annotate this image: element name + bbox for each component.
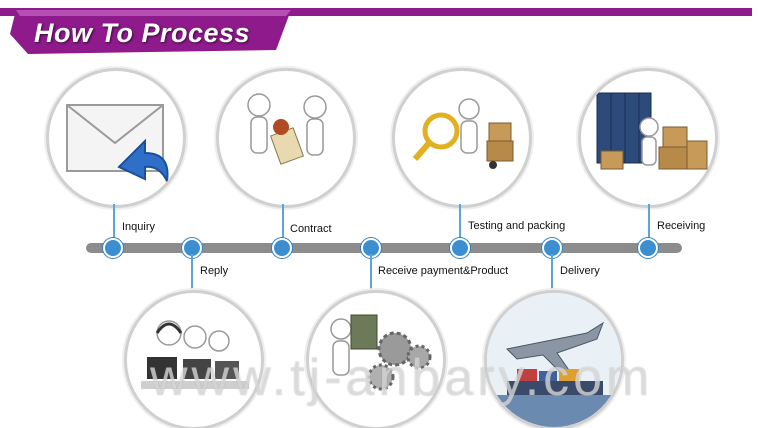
contract-dot [272, 238, 292, 258]
contract-label: Contract [290, 223, 332, 235]
reply-image [124, 290, 264, 428]
watermark: www.tj-anbary.com [150, 349, 654, 407]
money-gears-icon [330, 314, 432, 391]
receiving-connector [648, 204, 650, 244]
testing-dot [450, 238, 470, 258]
magnifier-boxes-icon [412, 98, 514, 169]
inquiry-dot [103, 238, 123, 258]
delivery-label: Delivery [560, 265, 600, 277]
banner-stripe [0, 8, 752, 16]
handshake-contract-icon [247, 93, 327, 165]
delivery-connector [551, 254, 553, 294]
reply-connector [191, 254, 193, 294]
contract-connector [282, 204, 284, 244]
receiving-label: Receiving [657, 220, 706, 232]
envelope-reply-icon [66, 104, 169, 185]
testing-label: Testing and packing [468, 220, 566, 232]
receiving-image [578, 68, 718, 208]
reply-label: Reply [200, 265, 229, 277]
contract-image [216, 68, 356, 208]
banner-ribbon [10, 10, 291, 54]
testing-image [392, 68, 532, 208]
page-title: How To Process [34, 18, 251, 48]
container-boxes-icon [596, 92, 708, 170]
inquiry-connector [113, 204, 115, 244]
delivery-image [484, 290, 624, 428]
testing-connector [459, 204, 461, 244]
inquiry-image [46, 68, 186, 208]
payment-label: Receive payment&Product [378, 265, 509, 277]
payment-image [306, 290, 446, 428]
inquiry-label: Inquiry [122, 221, 156, 233]
timeline-bar [86, 243, 682, 253]
receiving-dot [638, 238, 658, 258]
payment-connector [370, 254, 372, 294]
call-center-icon [141, 320, 249, 389]
airplane-ship-icon [487, 293, 621, 427]
